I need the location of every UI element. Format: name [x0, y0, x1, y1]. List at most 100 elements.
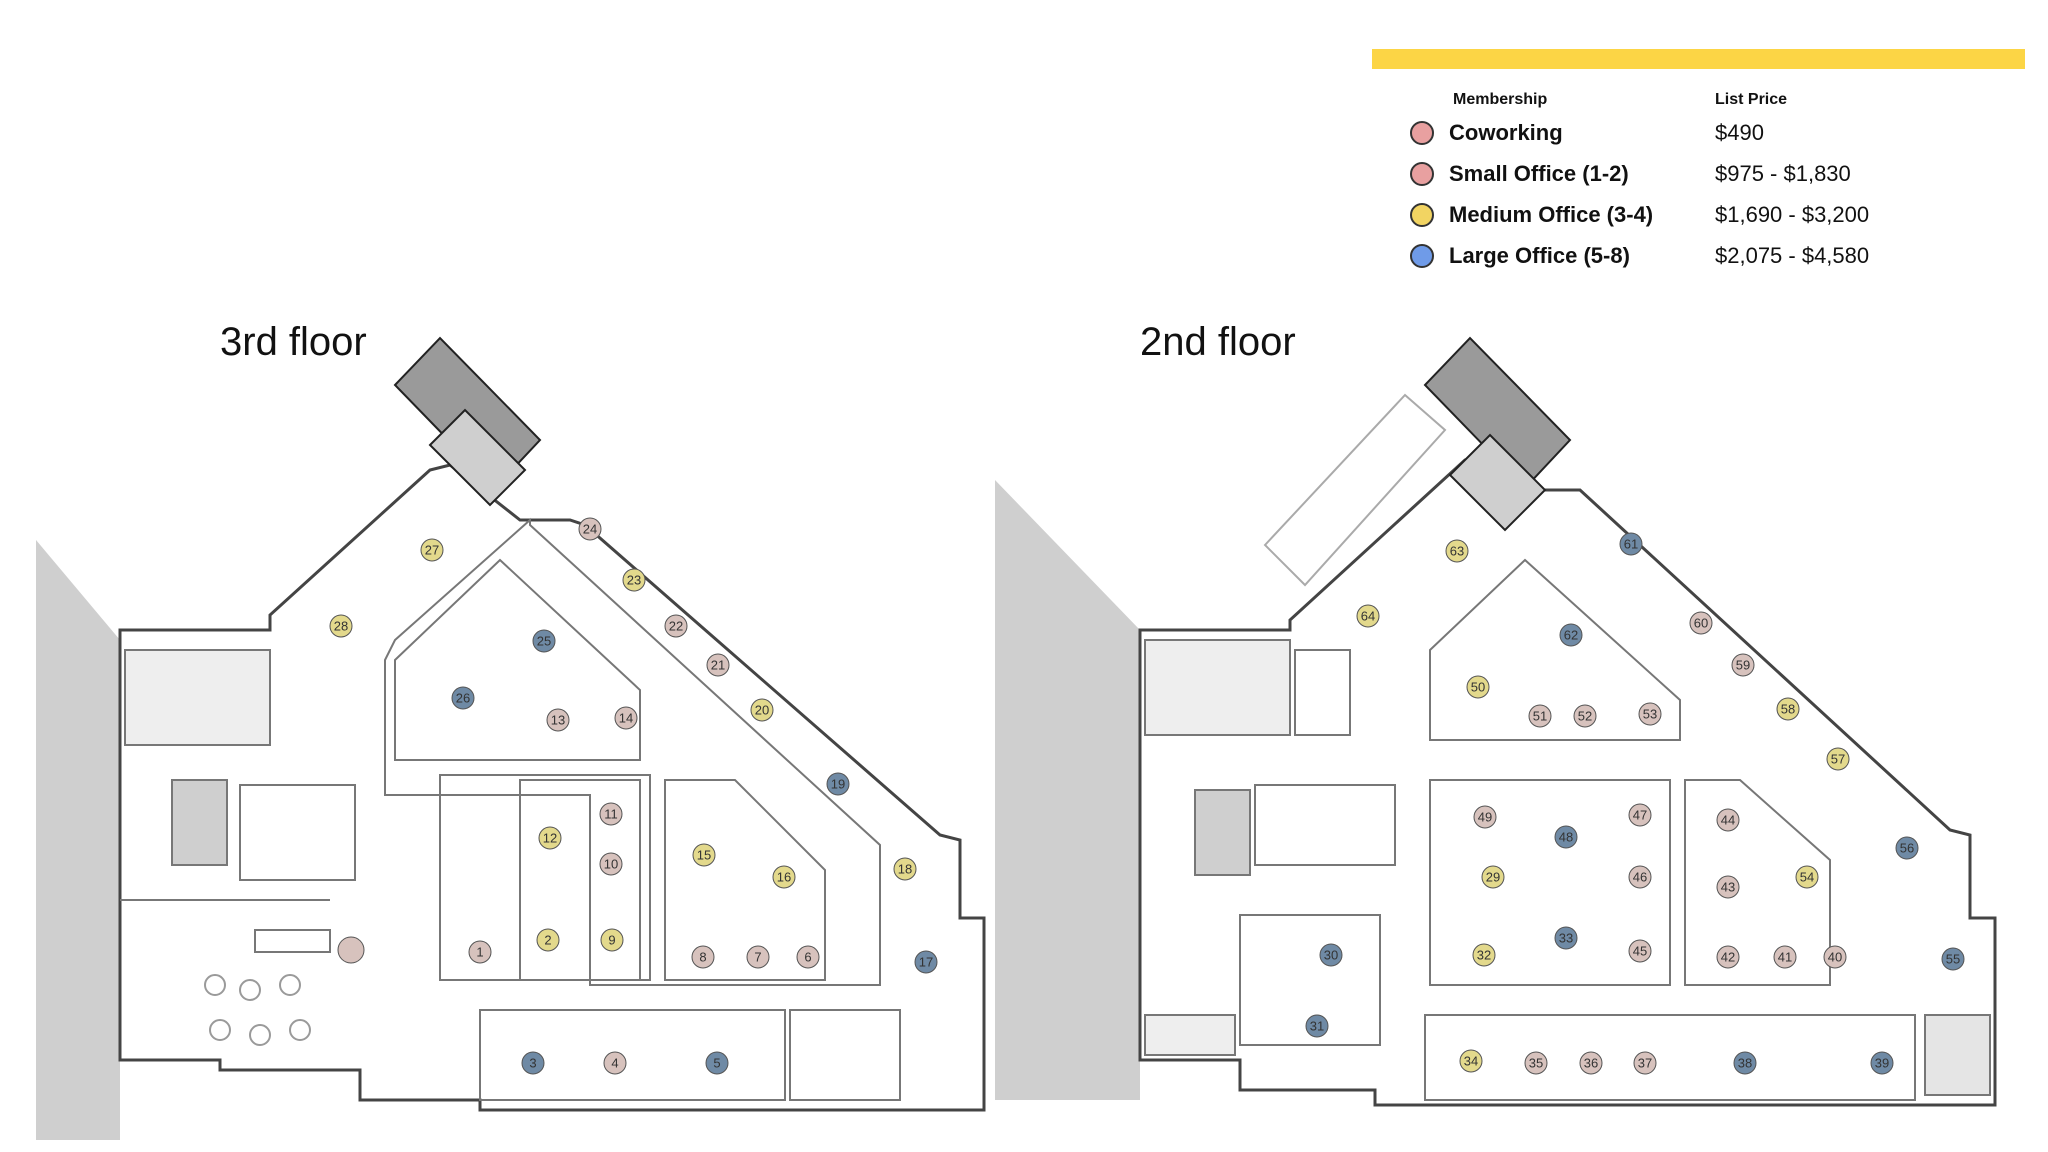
space-marker-11[interactable]: 11: [599, 802, 623, 826]
space-marker-45[interactable]: 45: [1628, 939, 1652, 963]
space-marker-18[interactable]: 18: [893, 857, 917, 881]
space-marker-19[interactable]: 19: [826, 772, 850, 796]
space-marker-dot[interactable]: [1628, 865, 1652, 889]
space-marker-dot[interactable]: [1554, 825, 1578, 849]
space-marker-23[interactable]: 23: [622, 568, 646, 592]
space-marker-dot[interactable]: [1633, 1051, 1657, 1075]
space-marker-dot[interactable]: [451, 686, 475, 710]
space-marker-26[interactable]: 26: [451, 686, 475, 710]
space-marker-dot[interactable]: [329, 614, 353, 638]
space-marker-15[interactable]: 15: [692, 843, 716, 867]
space-marker-13[interactable]: 13: [546, 708, 570, 732]
space-marker-dot[interactable]: [1776, 697, 1800, 721]
space-marker-6[interactable]: 6: [796, 945, 820, 969]
space-marker-dot[interactable]: [1554, 926, 1578, 950]
space-marker-8[interactable]: 8: [691, 945, 715, 969]
space-marker-37[interactable]: 37: [1633, 1051, 1657, 1075]
space-marker-58[interactable]: 58: [1776, 697, 1800, 721]
space-marker-dot[interactable]: [1689, 611, 1713, 635]
space-marker-55[interactable]: 55: [1941, 947, 1965, 971]
space-marker-64[interactable]: 64: [1356, 604, 1380, 628]
space-marker-dot[interactable]: [826, 772, 850, 796]
space-marker-dot[interactable]: [1716, 945, 1740, 969]
space-marker-dot[interactable]: [1559, 623, 1583, 647]
space-marker-9[interactable]: 9: [600, 928, 624, 952]
space-marker-43[interactable]: 43: [1716, 875, 1740, 899]
space-marker-dot[interactable]: [1466, 675, 1490, 699]
space-marker-dot[interactable]: [1823, 945, 1847, 969]
space-marker-40[interactable]: 40: [1823, 945, 1847, 969]
space-marker-2[interactable]: 2: [536, 928, 560, 952]
space-marker-dot[interactable]: [692, 843, 716, 867]
space-marker-22[interactable]: 22: [664, 614, 688, 638]
space-marker-57[interactable]: 57: [1826, 747, 1850, 771]
space-marker-dot[interactable]: [1716, 875, 1740, 899]
space-marker-52[interactable]: 52: [1573, 704, 1597, 728]
space-marker-28[interactable]: 28: [329, 614, 353, 638]
space-marker-20[interactable]: 20: [750, 698, 774, 722]
space-marker-42[interactable]: 42: [1716, 945, 1740, 969]
space-marker-30[interactable]: 30: [1319, 943, 1343, 967]
space-marker-59[interactable]: 59: [1731, 653, 1755, 677]
space-marker-dot[interactable]: [1638, 702, 1662, 726]
space-marker-dot[interactable]: [1319, 943, 1343, 967]
space-marker-dot[interactable]: [1356, 604, 1380, 628]
space-marker-dot[interactable]: [468, 940, 492, 964]
space-marker-dot[interactable]: [1619, 532, 1643, 556]
space-marker-17[interactable]: 17: [914, 950, 938, 974]
space-marker-dot[interactable]: [614, 706, 638, 730]
space-marker-32[interactable]: 32: [1472, 943, 1496, 967]
space-marker-5[interactable]: 5: [705, 1051, 729, 1075]
space-marker-29[interactable]: 29: [1481, 865, 1505, 889]
space-marker-48[interactable]: 48: [1554, 825, 1578, 849]
space-marker-54[interactable]: 54: [1795, 865, 1819, 889]
space-marker-51[interactable]: 51: [1528, 704, 1552, 728]
space-marker-dot[interactable]: [538, 826, 562, 850]
space-marker-dot[interactable]: [746, 945, 770, 969]
space-marker-dot[interactable]: [1573, 704, 1597, 728]
space-marker-dot[interactable]: [546, 708, 570, 732]
space-marker-16[interactable]: 16: [772, 865, 796, 889]
space-marker-dot[interactable]: [772, 865, 796, 889]
space-marker-60[interactable]: 60: [1689, 611, 1713, 635]
space-marker-dot[interactable]: [532, 629, 556, 653]
space-marker-dot[interactable]: [1870, 1051, 1894, 1075]
space-marker-1[interactable]: 1: [468, 940, 492, 964]
space-marker-39[interactable]: 39: [1870, 1051, 1894, 1075]
space-marker-dot[interactable]: [1459, 1049, 1483, 1073]
space-marker-dot[interactable]: [1628, 939, 1652, 963]
space-marker-dot[interactable]: [622, 568, 646, 592]
space-marker-46[interactable]: 46: [1628, 865, 1652, 889]
space-marker-34[interactable]: 34: [1459, 1049, 1483, 1073]
space-marker-3[interactable]: 3: [521, 1051, 545, 1075]
space-marker-dot[interactable]: [1941, 947, 1965, 971]
space-marker-dot[interactable]: [664, 614, 688, 638]
space-marker-50[interactable]: 50: [1466, 675, 1490, 699]
space-marker-62[interactable]: 62: [1559, 623, 1583, 647]
space-marker-38[interactable]: 38: [1733, 1051, 1757, 1075]
space-marker-dot[interactable]: [1472, 943, 1496, 967]
space-marker-dot[interactable]: [750, 698, 774, 722]
space-marker-33[interactable]: 33: [1554, 926, 1578, 950]
space-marker-21[interactable]: 21: [706, 653, 730, 677]
space-marker-dot[interactable]: [599, 802, 623, 826]
space-marker-53[interactable]: 53: [1638, 702, 1662, 726]
space-marker-dot[interactable]: [578, 517, 602, 541]
space-marker-dot[interactable]: [1305, 1014, 1329, 1038]
space-marker-dot[interactable]: [1628, 803, 1652, 827]
space-marker-dot[interactable]: [1795, 865, 1819, 889]
space-marker-41[interactable]: 41: [1773, 945, 1797, 969]
space-marker-25[interactable]: 25: [532, 629, 556, 653]
space-marker-56[interactable]: 56: [1895, 836, 1919, 860]
space-marker-dot[interactable]: [1524, 1051, 1548, 1075]
space-marker-dot[interactable]: [1733, 1051, 1757, 1075]
space-marker-24[interactable]: 24: [578, 517, 602, 541]
space-marker-dot[interactable]: [1481, 865, 1505, 889]
space-marker-dot[interactable]: [1826, 747, 1850, 771]
space-marker-27[interactable]: 27: [420, 538, 444, 562]
space-marker-63[interactable]: 63: [1445, 539, 1469, 563]
space-marker-dot[interactable]: [796, 945, 820, 969]
space-marker-dot[interactable]: [1445, 539, 1469, 563]
space-marker-dot[interactable]: [337, 936, 365, 964]
space-marker-31[interactable]: 31: [1305, 1014, 1329, 1038]
